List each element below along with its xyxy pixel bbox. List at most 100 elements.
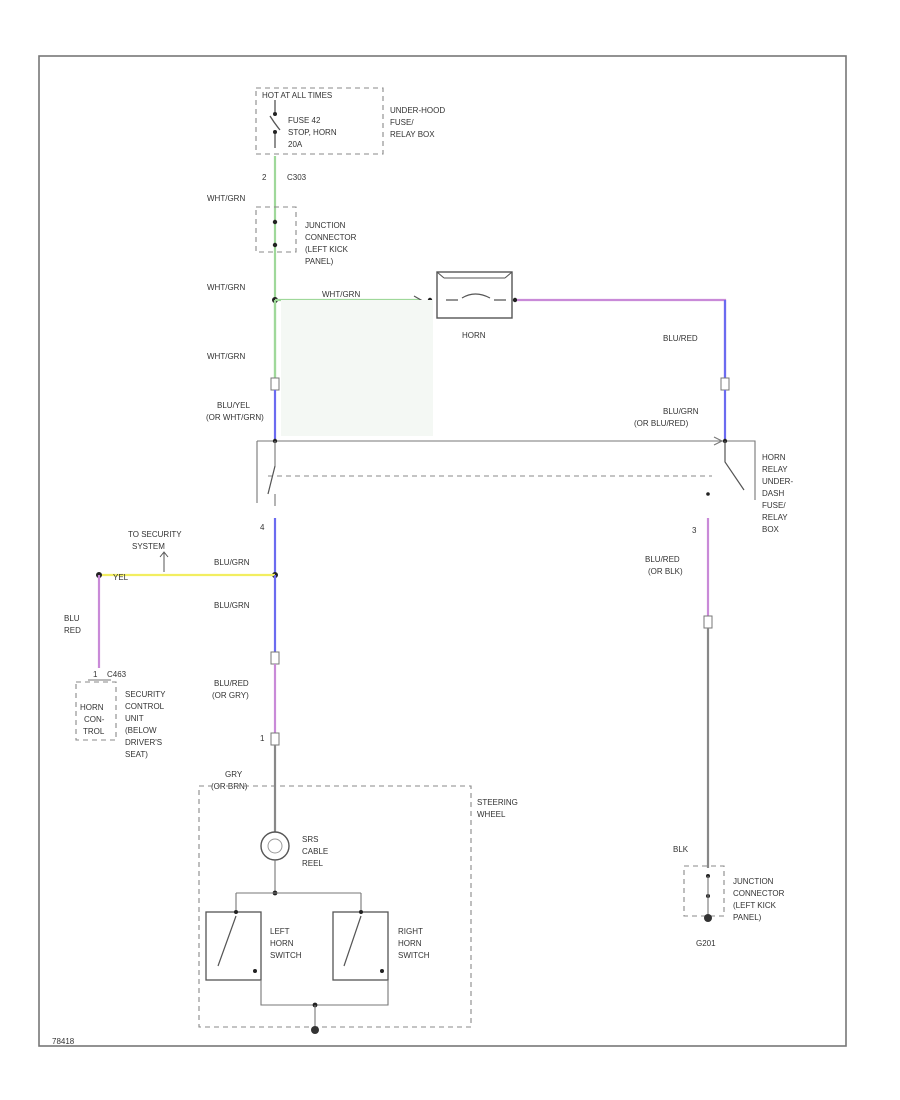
relay-switch-left bbox=[267, 465, 276, 495]
security-system-line-1: TO SECURITY bbox=[128, 530, 182, 539]
left-switch-contact bbox=[217, 915, 237, 967]
relay-line-2: RELAY bbox=[762, 465, 788, 474]
fuse-symbol bbox=[269, 100, 281, 148]
steering-line-2: WHEEL bbox=[477, 810, 506, 819]
left-switch-line-1: LEFT bbox=[270, 927, 290, 936]
pin-1-left-label: 1 bbox=[260, 734, 265, 743]
wht-grn-label-2: WHT/GRN bbox=[207, 283, 245, 292]
security-unit-line-4: (BELOW bbox=[125, 726, 157, 735]
security-control-unit: 1 C463 HORN CON- TROL SECURITY CONTROL U… bbox=[75, 670, 166, 759]
blu-yel-label-2: (OR WHT/GRN) bbox=[206, 413, 264, 422]
arrow-security-system bbox=[159, 551, 169, 572]
security-unit-line-5: DRIVER'S bbox=[125, 738, 162, 747]
cable-reel-line-2: CABLE bbox=[302, 847, 328, 856]
under-hood-fuse-relay-box: HOT AT ALL TIMES FUSE 42 STOP, HORN 20A … bbox=[255, 87, 445, 155]
junction-bottom-line-2: CONNECTOR bbox=[733, 889, 785, 898]
cable-reel-line-1: SRS bbox=[302, 835, 318, 844]
fuse-line-3: 20A bbox=[288, 140, 303, 149]
horn-control-line-1: HORN bbox=[80, 703, 104, 712]
right-switch-line-3: SWITCH bbox=[398, 951, 430, 960]
blu-red-right-label-2: (OR BLK) bbox=[648, 567, 683, 576]
fuse-box-line-2: FUSE/ bbox=[390, 118, 414, 127]
blu-red-top-label: BLU/RED bbox=[663, 334, 698, 343]
blu-grn-label-1: BLU/GRN bbox=[214, 558, 250, 567]
connector-pin-left-top bbox=[270, 377, 280, 391]
wht-grn-label-3: WHT/GRN bbox=[207, 352, 245, 361]
blu-grn-right-label-1: BLU/GRN bbox=[663, 407, 699, 416]
blu-red-gry-label-2: (OR GRY) bbox=[212, 691, 249, 700]
wht-grn-horn-label: WHT/GRN bbox=[322, 290, 360, 299]
connector-pin-right-top bbox=[720, 377, 730, 391]
connector-pin-left-bottom bbox=[270, 732, 280, 746]
blu-grn-label-2: BLU/GRN bbox=[214, 601, 250, 610]
fuse-box-line-1: UNDER-HOOD bbox=[390, 106, 445, 115]
connector-c303-label: C303 bbox=[287, 173, 307, 182]
blu-red-gry-label-1: BLU/RED bbox=[214, 679, 249, 688]
junction-bottom-line-3: (LEFT KICK bbox=[733, 901, 777, 910]
relay-line-4: DASH bbox=[762, 489, 784, 498]
pin-2-label: 2 bbox=[262, 173, 267, 182]
junction-connector-top: JUNCTION CONNECTOR (LEFT KICK PANEL) bbox=[255, 206, 357, 266]
security-system-line-2: SYSTEM bbox=[132, 542, 165, 551]
security-unit-line-2: CONTROL bbox=[125, 702, 165, 711]
wht-grn-label-1: WHT/GRN bbox=[207, 194, 245, 203]
blu-grn-right-label-2: (OR BLU/RED) bbox=[634, 419, 689, 428]
horn-contact-icon bbox=[446, 293, 506, 301]
junction-top-line-4: PANEL) bbox=[305, 257, 334, 266]
security-unit-line-3: UNIT bbox=[125, 714, 144, 723]
fuse-box-header: HOT AT ALL TIMES bbox=[262, 91, 332, 100]
left-horn-switch bbox=[205, 911, 262, 981]
relay-line-5: FUSE/ bbox=[762, 501, 786, 510]
junction-top-line-1: JUNCTION bbox=[305, 221, 346, 230]
relay-line-1: HORN bbox=[762, 453, 786, 462]
relay-switch-right bbox=[724, 441, 745, 491]
cable-reel-line-3: REEL bbox=[302, 859, 323, 868]
blk-label: BLK bbox=[673, 845, 689, 854]
fuse-line-2: STOP, HORN bbox=[288, 128, 337, 137]
right-switch-line-2: HORN bbox=[398, 939, 422, 948]
blu-red-left-1: BLU bbox=[64, 614, 80, 623]
blu-red-right-label-1: BLU/RED bbox=[645, 555, 680, 564]
right-switch-line-1: RIGHT bbox=[398, 927, 423, 936]
junction-top-line-3: (LEFT KICK bbox=[305, 245, 349, 254]
horn: HORN bbox=[427, 271, 518, 340]
cable-reel-icon bbox=[260, 831, 290, 861]
left-switch-line-2: HORN bbox=[270, 939, 294, 948]
blu-red-left-2: RED bbox=[64, 626, 81, 635]
junction-bottom-line-4: PANEL) bbox=[733, 913, 762, 922]
security-pin-label: 1 bbox=[93, 670, 98, 679]
fuse-line-1: FUSE 42 bbox=[288, 116, 321, 125]
horn-label: HORN bbox=[462, 331, 486, 340]
junction-top-line-2: CONNECTOR bbox=[305, 233, 357, 242]
yel-label: YEL bbox=[113, 573, 129, 582]
horn-control-line-3: TROL bbox=[83, 727, 105, 736]
relay-line-7: BOX bbox=[762, 525, 780, 534]
horn-relay-box: HORN RELAY UNDER- DASH FUSE/ RELAY BOX bbox=[256, 436, 793, 534]
steering-line-1: STEERING bbox=[477, 798, 518, 807]
blu-yel-label-1: BLU/YEL bbox=[217, 401, 250, 410]
footer-code: 78418 bbox=[52, 1037, 75, 1046]
junction-bottom-line-1: JUNCTION bbox=[733, 877, 774, 886]
steering-ground-icon bbox=[311, 1026, 319, 1034]
connector-pin-left-mid bbox=[270, 651, 280, 665]
security-connector-label: C463 bbox=[107, 670, 127, 679]
steering-wheel: STEERING WHEEL SRS CABLE REEL LEFT HORN … bbox=[198, 785, 518, 1034]
connector-pin-right-mid bbox=[703, 615, 713, 629]
shaded-region bbox=[281, 300, 433, 436]
ground-g201-label: G201 bbox=[696, 939, 716, 948]
security-unit-line-1: SECURITY bbox=[125, 690, 166, 699]
ground-g201-icon bbox=[704, 914, 712, 922]
relay-pin-3-label: 3 bbox=[692, 526, 697, 535]
relay-pin-4-label: 4 bbox=[260, 523, 265, 532]
diagram-frame bbox=[38, 55, 847, 1047]
right-horn-switch bbox=[332, 911, 389, 981]
left-switch-line-3: SWITCH bbox=[270, 951, 302, 960]
relay-line-6: RELAY bbox=[762, 513, 788, 522]
relay-line-3: UNDER- bbox=[762, 477, 793, 486]
gry-label-1: GRY bbox=[225, 770, 243, 779]
horn-control-line-2: CON- bbox=[84, 715, 105, 724]
right-switch-contact bbox=[343, 915, 362, 967]
security-unit-line-6: SEAT) bbox=[125, 750, 148, 759]
junction-connector-bottom: JUNCTION CONNECTOR (LEFT KICK PANEL) bbox=[683, 865, 785, 922]
